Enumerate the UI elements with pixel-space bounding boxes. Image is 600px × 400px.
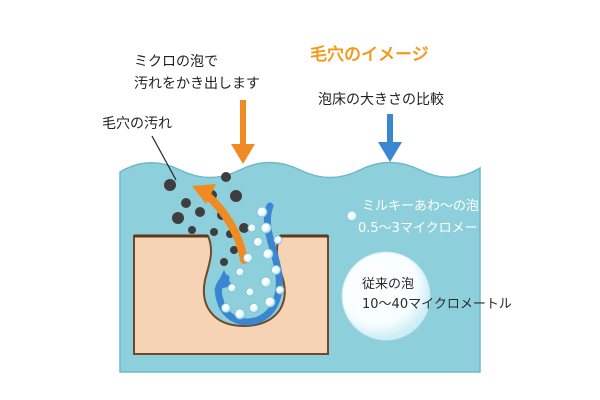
milky-bubble-label-line1: ミルキーあわ～の泡: [362, 199, 479, 214]
dirt-removal-arrowhead: [192, 184, 216, 204]
conventional-bubble-label-line2: 10～40マイクロメートル: [362, 297, 512, 312]
micro-label-line1: ミクロの泡で: [134, 54, 218, 70]
micro-bubbles: [221, 206, 285, 320]
dirt-removal-arrow: [204, 192, 248, 264]
large-bubble-icon: [341, 251, 431, 341]
small-bubble-icon: [346, 210, 358, 222]
micro-label-line2: 汚れをかき出します: [134, 76, 260, 92]
conventional-bubble-label-line1: 従来の泡: [362, 277, 414, 292]
milky-bubble-label-line2: 0.5～3マイクロメートル: [358, 221, 504, 236]
orange-down-arrowhead: [231, 144, 255, 164]
pore-dirt-label: 毛穴の汚れ: [102, 116, 172, 132]
pore-dirt-leader-line: [151, 135, 177, 181]
bubble-flow-arrowhead: [214, 270, 232, 290]
diagram-title: 毛穴のイメージ: [310, 44, 429, 65]
blue-down-arrowhead: [378, 142, 402, 162]
compare-label: 泡床の大きさの比較: [318, 92, 444, 108]
pore-dirt-particles: [164, 172, 249, 266]
